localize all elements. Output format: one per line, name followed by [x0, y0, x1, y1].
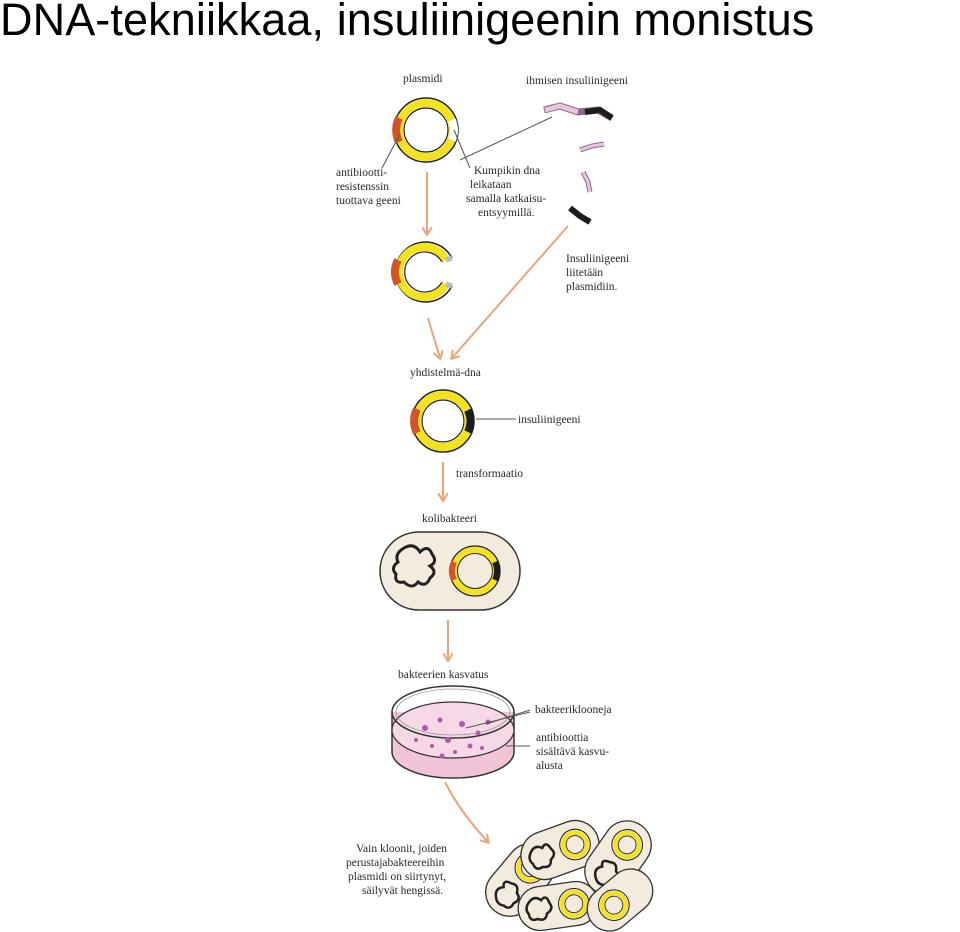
label-recombinant: yhdistelmä-dna — [410, 367, 481, 379]
arrow-plasmid-to-recombinant — [427, 317, 440, 358]
resistance-gene-segment — [392, 116, 403, 144]
label-transformation: transformaatio — [456, 468, 523, 480]
label-survive: Vain kloonit, joiden perustajabakteereih… — [346, 843, 450, 897]
plasmid-recombinant — [410, 389, 475, 453]
label-antibiotic-resistance: antibiootti- resistenssin tuottava geeni — [336, 167, 401, 207]
label-medium: antibioottia sisältävä kasvu- alusta — [536, 732, 612, 772]
slide-title: DNA-tekniikkaa, insuliinigeenin monistus — [0, 0, 815, 45]
label-plasmid: plasmidi — [403, 73, 443, 85]
label-growth: bakteerien kasvatus — [398, 669, 489, 681]
label-cut: Kumpikin dna leikataan samalla katkaisu-… — [466, 165, 549, 219]
arrow-gene-to-recombinant — [452, 225, 569, 358]
plasmid-top — [392, 97, 459, 163]
petri-dish — [391, 685, 515, 779]
human-dna-strand — [543, 102, 614, 225]
arrow-clones — [444, 781, 488, 842]
bacterial-colonies — [414, 717, 491, 759]
label-clones: bakteeriklooneja — [535, 704, 612, 716]
label-ecoli: kolibakteeri — [422, 513, 477, 525]
bacterium-cell — [379, 531, 521, 611]
label-human-gene: ihmisen insuliinigeeni — [526, 75, 628, 87]
insulin-gene-segment — [464, 408, 475, 434]
label-insert: Insuliinigeeni liitetään plasmidiin. — [566, 253, 632, 293]
clone-cells — [485, 819, 654, 932]
label-insulin-gene: insuliinigeeni — [518, 414, 581, 426]
plasmid-open — [390, 241, 453, 303]
